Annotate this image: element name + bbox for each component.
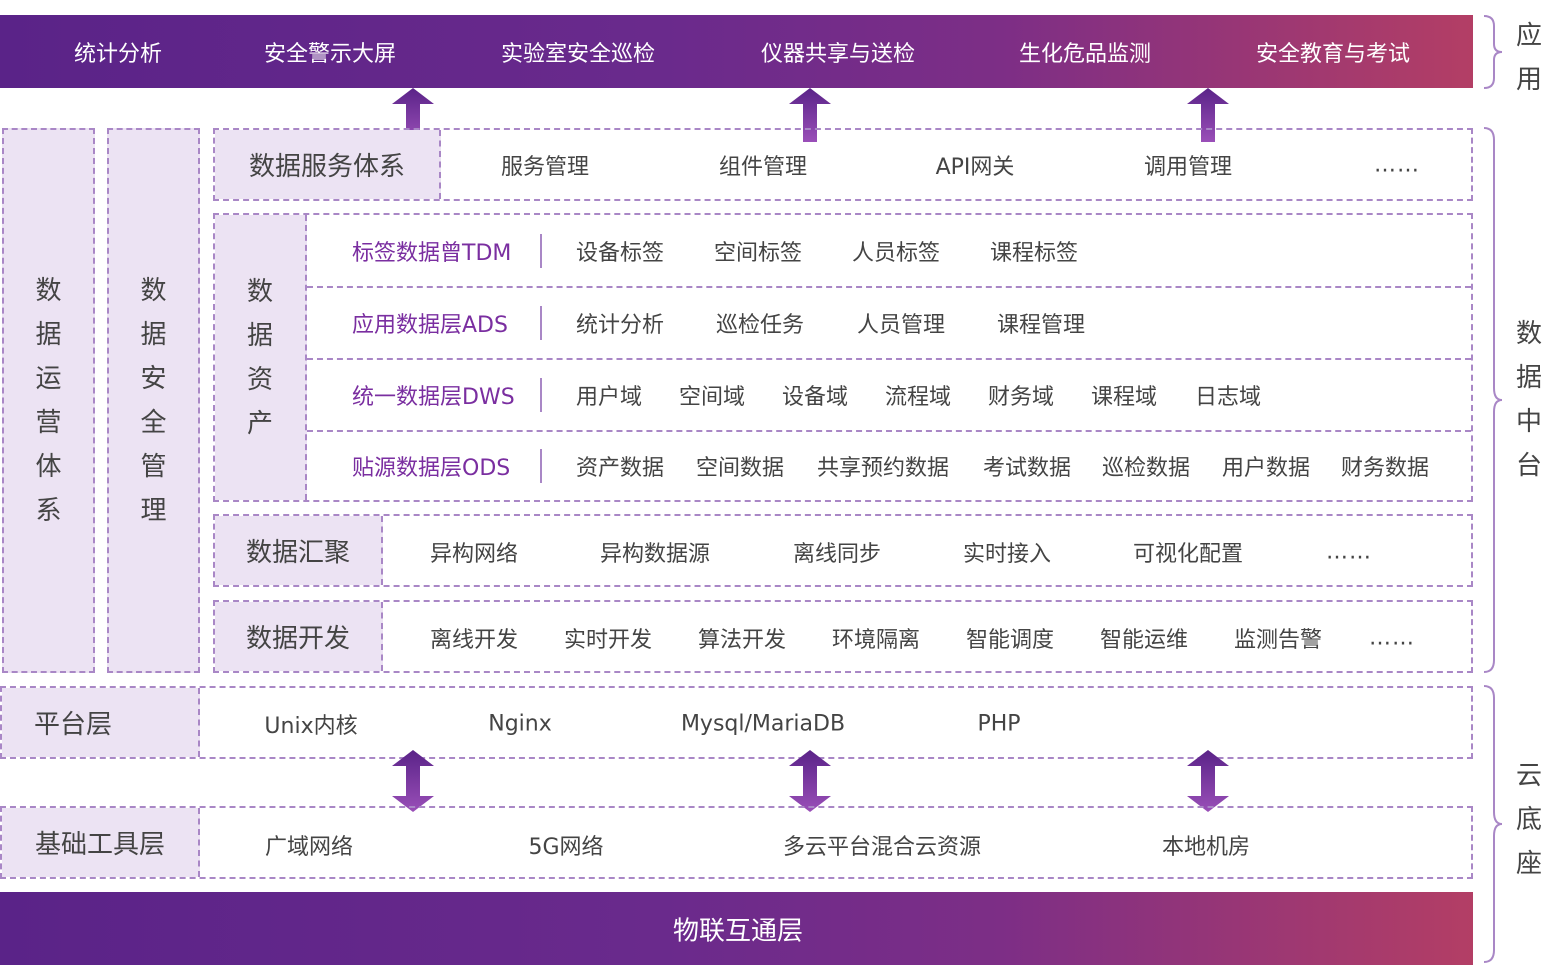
aggregation-item: 离线同步 — [792, 542, 882, 567]
data-assets-label: 数 据 资 产 — [215, 215, 307, 500]
tools-layer-label: 基础工具层 — [2, 808, 200, 877]
asset-item: 空间域 — [678, 385, 746, 410]
asset-item: 财务数据 — [1340, 456, 1430, 481]
double-arrow-icon — [789, 750, 831, 812]
aggregation-item: 实时接入 — [962, 542, 1052, 567]
platform-item: PHP — [977, 711, 1021, 737]
up-arrow-icon — [789, 88, 831, 142]
asset-item: 用户域 — [575, 385, 643, 410]
asset-item: 巡检数据 — [1101, 456, 1191, 481]
aggregation-item: 可视化配置 — [1132, 542, 1244, 567]
side-label-application: 应 用 — [1516, 21, 1543, 95]
asset-item: 用户数据 — [1221, 456, 1311, 481]
asset-item: 统计分析 — [575, 313, 665, 338]
asset-item: 课程标签 — [989, 241, 1079, 266]
brace-data-middle-icon — [1483, 127, 1503, 673]
side-label-cloud-base: 云 底 座 — [1516, 761, 1543, 879]
platform-layer-label: 平台层 — [2, 688, 200, 757]
data-development-label: 数据开发 — [215, 602, 383, 671]
asset-item: 人员标签 — [851, 241, 941, 266]
asset-item: 流程域 — [884, 385, 952, 410]
platform-item: Nginx — [488, 711, 552, 737]
tools-item: 多云平台混合云资源 — [782, 835, 982, 860]
aggregation-item: 异构网络 — [429, 542, 519, 567]
app-item-warning-screen[interactable]: 安全警示大屏 — [263, 42, 397, 67]
aggregation-item: …… — [1326, 539, 1372, 565]
asset-row-name-ods: 贴源数据层ODS — [352, 456, 511, 481]
data-development-row: 数据开发 离线开发 实时开发 算法开发 环境隔离 智能调度 智能运维 监测告警 … — [213, 600, 1473, 673]
development-item: 监测告警 — [1233, 628, 1323, 653]
asset-row-name-tdm: 标签数据曾TDM — [352, 241, 512, 266]
double-arrow-icon — [1187, 750, 1229, 812]
development-item: …… — [1369, 625, 1415, 651]
platform-layer-row: 平台层 Unix内核 Nginx Mysql/MariaDB PHP — [0, 686, 1473, 759]
tools-layer-row: 基础工具层 广域网络 5G网络 多云平台混合云资源 本地机房 — [0, 806, 1473, 879]
development-item: 离线开发 — [429, 628, 519, 653]
data-service-item: 调用管理 — [1143, 155, 1233, 180]
data-service-item: …… — [1374, 152, 1420, 178]
development-item: 实时开发 — [563, 628, 653, 653]
data-aggregation-row: 数据汇聚 异构网络 异构数据源 离线同步 实时接入 可视化配置 …… — [213, 514, 1473, 587]
asset-item: 资产数据 — [575, 456, 665, 481]
development-item: 环境隔离 — [831, 628, 921, 653]
asset-item: 日志域 — [1194, 385, 1262, 410]
development-item: 算法开发 — [697, 628, 787, 653]
asset-item: 财务域 — [987, 385, 1055, 410]
platform-item: Mysql/MariaDB — [680, 711, 846, 737]
data-service-label: 数据服务体系 — [215, 130, 441, 199]
tools-item: 本地机房 — [1161, 835, 1251, 860]
data-security-column: 数 据 安 全 管 理 — [107, 128, 200, 673]
side-label-data-middle: 数 据 中 台 — [1516, 319, 1543, 481]
app-item-instrument-sharing[interactable]: 仪器共享与送检 — [760, 42, 916, 67]
data-aggregation-label: 数据汇聚 — [215, 516, 383, 585]
asset-item: 课程管理 — [996, 313, 1086, 338]
asset-item: 空间标签 — [713, 241, 803, 266]
development-item: 智能运维 — [1099, 628, 1189, 653]
iot-layer-bar: 物联互通层 — [0, 892, 1473, 965]
double-arrow-icon — [392, 750, 434, 812]
asset-item: 共享预约数据 — [816, 456, 950, 481]
up-arrow-icon — [1187, 88, 1229, 142]
up-arrow-icon — [392, 88, 434, 142]
asset-item: 设备域 — [781, 385, 849, 410]
app-item-stats[interactable]: 统计分析 — [73, 42, 163, 67]
data-service-item: 组件管理 — [718, 155, 808, 180]
asset-item: 空间数据 — [695, 456, 785, 481]
data-operations-column: 数 据 运 营 体 系 — [2, 128, 95, 673]
brace-application-icon — [1483, 15, 1503, 89]
tools-item: 5G网络 — [528, 835, 604, 860]
data-assets-block: 数 据 资 产 标签数据曾TDM 设备标签 空间标签 人员标签 课程标签 应用数… — [213, 213, 1473, 502]
data-service-item: API网关 — [935, 155, 1015, 180]
asset-item: 巡检任务 — [715, 313, 805, 338]
application-bar: 统计分析 安全警示大屏 实验室安全巡检 仪器共享与送检 生化危品监测 安全教育与… — [0, 15, 1473, 88]
app-item-safety-education[interactable]: 安全教育与考试 — [1255, 42, 1411, 67]
data-service-item: 服务管理 — [500, 155, 590, 180]
app-item-lab-inspection[interactable]: 实验室安全巡检 — [500, 42, 656, 67]
asset-item: 设备标签 — [575, 241, 665, 266]
development-item: 智能调度 — [965, 628, 1055, 653]
app-item-hazard-monitor[interactable]: 生化危品监测 — [1018, 42, 1152, 67]
aggregation-item: 异构数据源 — [599, 542, 711, 567]
asset-row-name-dws: 统一数据层DWS — [352, 385, 515, 410]
asset-item: 考试数据 — [982, 456, 1072, 481]
brace-cloud-base-icon — [1483, 685, 1503, 963]
platform-item: Unix内核 — [264, 714, 358, 739]
data-service-row: 数据服务体系 服务管理 组件管理 API网关 调用管理 …… — [213, 128, 1473, 201]
asset-item: 课程域 — [1090, 385, 1158, 410]
asset-row-name-ads: 应用数据层ADS — [352, 313, 508, 338]
asset-item: 人员管理 — [856, 313, 946, 338]
iot-layer-label: 物联互通层 — [672, 916, 804, 947]
tools-item: 广域网络 — [264, 835, 354, 860]
